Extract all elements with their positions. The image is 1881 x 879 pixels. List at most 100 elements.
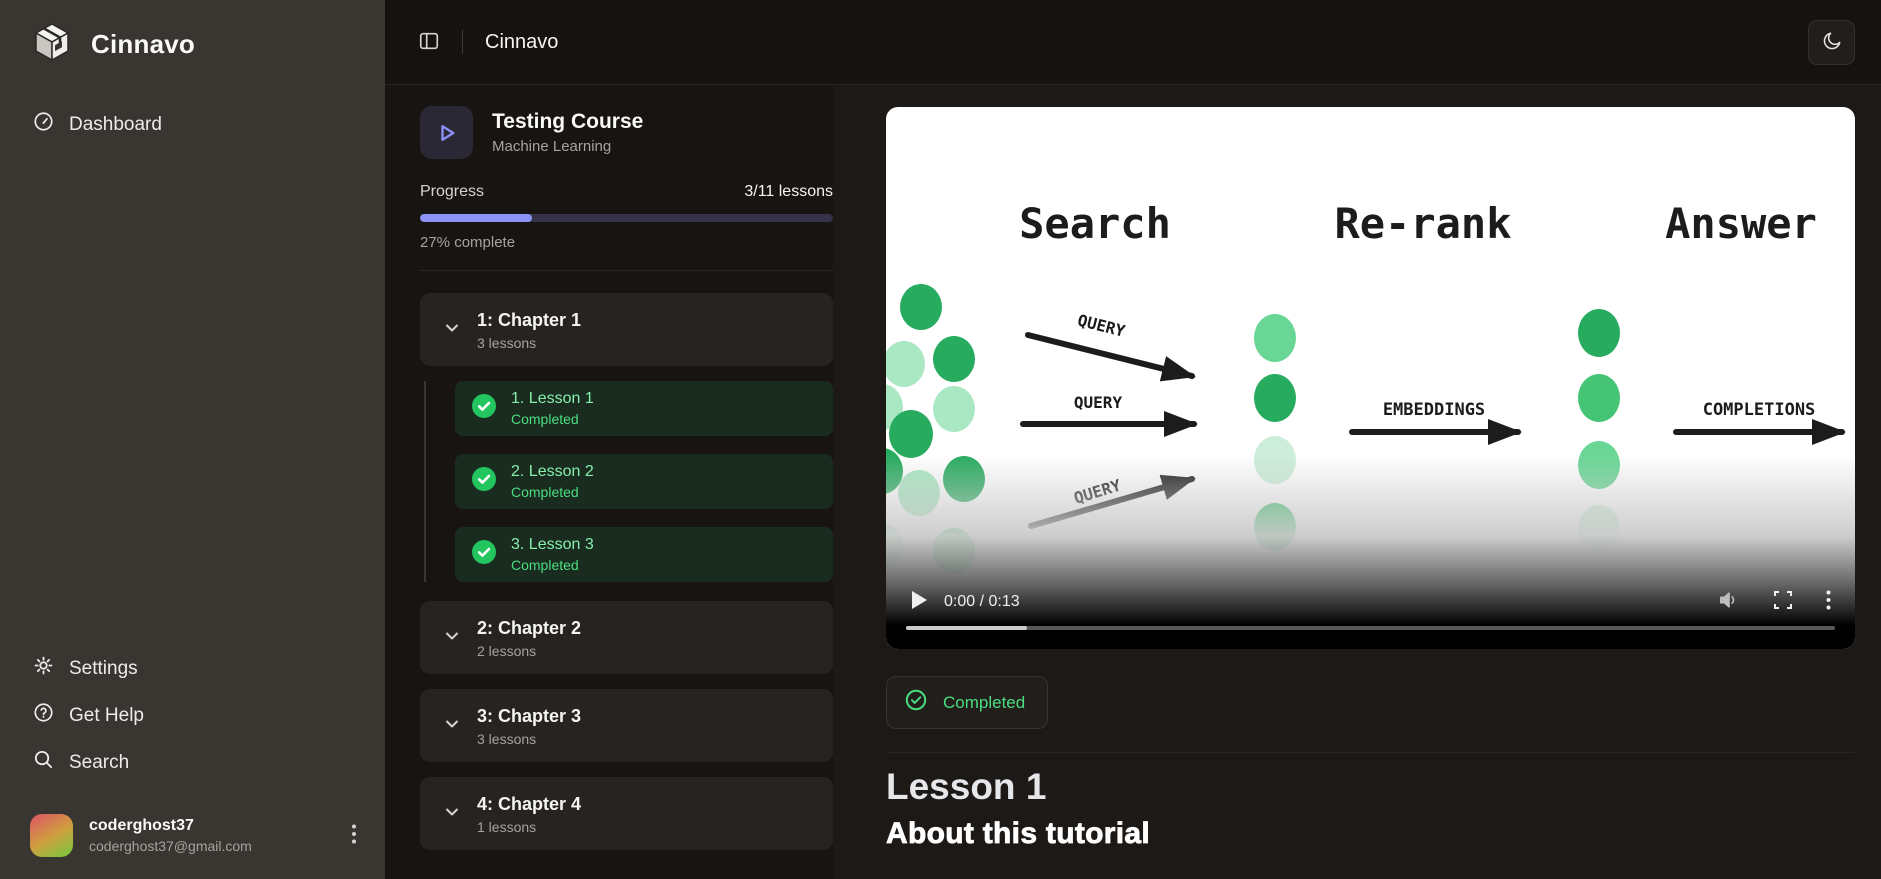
user-meta: coderghost37 coderghost37@gmail.com <box>89 817 335 854</box>
help-circle-icon <box>33 702 54 729</box>
user-name: coderghost37 <box>89 817 194 834</box>
video-gradient-overlay <box>886 454 1855 649</box>
play-icon <box>911 591 927 612</box>
gear-icon <box>33 655 54 682</box>
embeddings-label: EMBEDDINGS <box>1383 400 1485 420</box>
lesson-item-3[interactable]: 3. Lesson 3 Completed <box>455 527 833 582</box>
chapter-title: 2: Chapter 2 <box>477 618 582 638</box>
video-scrubber[interactable] <box>906 626 1835 630</box>
topbar: Cinnavo <box>385 0 1881 85</box>
cube-logo-icon <box>30 20 74 69</box>
completions-label: COMPLETIONS <box>1703 400 1816 420</box>
chapter-header-1[interactable]: 1: Chapter 1 3 lessons <box>420 293 833 366</box>
lesson-item-status: Completed <box>511 484 579 500</box>
progress-count: 3/11 lessons <box>744 183 833 200</box>
sidebar-item-dashboard[interactable]: Dashboard <box>0 101 385 148</box>
sidebar-item-label: Search <box>69 751 130 773</box>
chapter-lessons-count: 3 lessons <box>477 731 537 747</box>
check-circle-icon <box>904 688 928 717</box>
search-icon <box>33 749 54 776</box>
lesson-subtitle: About this tutorial <box>886 817 1151 851</box>
volume-icon <box>1718 590 1740 613</box>
sidebar-footer: Settings Get Help <box>0 645 385 800</box>
main: Cinnavo <box>385 0 1881 879</box>
kebab-menu-icon <box>351 823 357 848</box>
user-profile[interactable]: coderghost37 coderghost37@gmail.com <box>0 800 385 879</box>
progress-percent-text: 27% complete <box>420 234 516 251</box>
sidebar-item-search[interactable]: Search <box>0 739 385 786</box>
chapter-title: 1: Chapter 1 <box>477 310 582 330</box>
lesson-item-status: Completed <box>511 557 579 573</box>
check-circle-icon <box>471 466 497 497</box>
sidebar-toggle-button[interactable] <box>412 24 446 61</box>
sidebar-item-get-help[interactable]: Get Help <box>0 692 385 739</box>
chapter-list: 1: Chapter 1 3 lessons 1. Lesson 1 Complete… <box>420 293 833 850</box>
chapter-header-4[interactable]: 4: Chapter 4 1 lessons <box>420 777 833 850</box>
chevron-down-icon <box>442 714 462 739</box>
diagram-heading-search: Search <box>1019 199 1171 248</box>
course-panel: Testing Course Machine Learning Progress… <box>385 85 833 879</box>
lesson-item-2[interactable]: 2. Lesson 2 Completed <box>455 454 833 509</box>
lesson-completed-badge[interactable]: Completed <box>886 676 1049 729</box>
lesson-item-title: 1. Lesson 1 <box>511 390 594 407</box>
volume-button[interactable] <box>1718 590 1740 613</box>
lesson-item-status: Completed <box>511 411 579 427</box>
badge-label: Completed <box>943 692 1026 712</box>
sidebar-spacer <box>0 148 385 645</box>
lesson-item-title: 2. Lesson 2 <box>511 463 594 480</box>
check-circle-icon <box>471 393 497 424</box>
video-play-button[interactable] <box>911 591 927 612</box>
check-circle-icon <box>471 539 497 570</box>
user-email: coderghost37@gmail.com <box>89 838 252 854</box>
chevron-down-icon <box>442 802 462 827</box>
chapter-lessons-count: 1 lessons <box>477 819 537 835</box>
chevron-down-icon <box>442 318 462 343</box>
header-divider <box>462 30 463 54</box>
progress-label: Progress <box>420 183 485 200</box>
diagram-heading-rerank: Re-rank <box>1334 199 1511 248</box>
lesson-list: 1. Lesson 1 Completed 2. Lesson 2 Completed… <box>424 381 833 582</box>
course-header: Testing Course Machine Learning <box>420 106 833 159</box>
user-menu-button[interactable] <box>351 823 357 848</box>
panel-divider <box>420 270 833 271</box>
moon-icon <box>1821 30 1843 55</box>
course-subtitle: Machine Learning <box>492 138 612 155</box>
content: Testing Course Machine Learning Progress… <box>385 85 1881 879</box>
course-play-icon <box>420 106 473 159</box>
query-label: QUERY <box>1074 393 1123 412</box>
progress-row: Progress 3/11 lessons <box>420 183 833 201</box>
fullscreen-button[interactable] <box>1773 590 1793 613</box>
sidebar: Cinnavo Dashboard <box>0 0 385 879</box>
video-player[interactable]: Search Re-rank Answer <box>886 107 1855 649</box>
chapter-title: 4: Chapter 4 <box>477 794 582 814</box>
query-label: QUERY <box>1076 311 1128 341</box>
lesson-item-title: 3. Lesson 3 <box>511 536 594 553</box>
sidebar-item-settings[interactable]: Settings <box>0 645 385 692</box>
gauge-icon <box>33 111 54 138</box>
chapter-header-3[interactable]: 3: Chapter 3 3 lessons <box>420 689 833 762</box>
brand-name: Cinnavo <box>91 29 195 59</box>
chapter-title: 3: Chapter 3 <box>477 706 582 726</box>
sidebar-item-label: Settings <box>69 657 138 679</box>
lesson-content: Search Re-rank Answer <box>886 85 1855 879</box>
chapter-lessons-count: 3 lessons <box>477 335 537 351</box>
progress-bar <box>420 214 833 222</box>
diagram-heading-answer: Answer <box>1665 199 1817 248</box>
lesson-title: Lesson 1 <box>886 766 1047 807</box>
chevron-down-icon <box>442 626 462 651</box>
video-controls: 0:00 / 0:13 <box>911 590 1831 613</box>
kebab-menu-icon <box>1826 590 1831 613</box>
page-title: Cinnavo <box>485 30 559 53</box>
theme-toggle-button[interactable] <box>1808 19 1855 65</box>
video-time: 0:00 / 0:13 <box>944 592 1020 610</box>
fullscreen-icon <box>1773 590 1793 613</box>
lesson-item-1[interactable]: 1. Lesson 1 Completed <box>455 381 833 436</box>
progress-fill <box>420 214 532 222</box>
lesson-divider <box>886 752 1855 753</box>
avatar <box>30 814 73 857</box>
panel-left-icon <box>418 30 440 55</box>
course-title: Testing Course <box>492 110 644 133</box>
video-menu-button[interactable] <box>1826 590 1831 613</box>
